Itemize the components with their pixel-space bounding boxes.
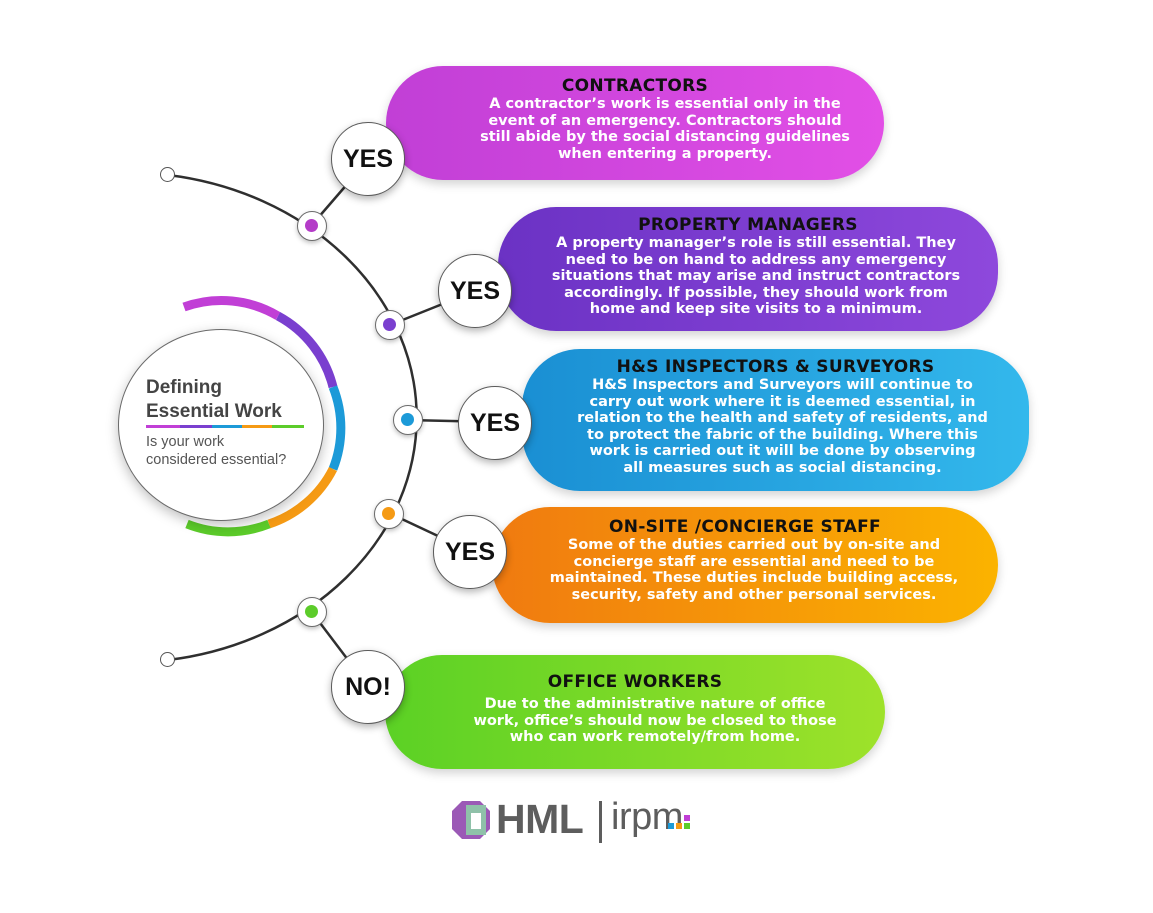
ring-segment-orange — [267, 466, 338, 529]
card-title: CONTRACTORS — [561, 76, 709, 96]
card-text-line: H&S Inspectors and Surveyors will contin… — [592, 377, 973, 393]
card-text-line: security, safety and other personal serv… — [571, 586, 937, 603]
arc-dot-concierge — [374, 499, 404, 529]
arc-start-dot — [160, 167, 175, 182]
card-text-line: A contractor’s work is essential only in… — [489, 96, 841, 112]
center-title: Defining Essential Work — [146, 376, 321, 424]
card-title: H&S INSPECTORS & SURVEYORS — [616, 357, 935, 377]
hs-inspectors-card: H&S INSPECTORS & SURVEYORS H&S Inspector… — [522, 349, 1029, 491]
center-divider-orange — [242, 425, 272, 428]
center-divider-blue — [212, 425, 242, 428]
card-text-line: event of an emergency. Contractors shoul… — [488, 112, 842, 129]
card-text-line: when entering a property. — [558, 145, 772, 162]
arc-dot-property-managers — [375, 310, 405, 340]
yes-badge: YES — [438, 254, 512, 328]
ring-segment-green — [185, 519, 271, 537]
logo-separator — [599, 801, 602, 843]
center-subtitle: Is your work considered essential? — [146, 433, 321, 469]
arc-dot-office-workers — [297, 597, 327, 627]
logo-primary-text: HML — [496, 796, 584, 842]
card-text-line: all measures such as social distancing. — [623, 459, 942, 476]
center-title-line: Essential Work — [146, 401, 282, 422]
card-text-line: who can work remotely/from home. — [509, 729, 801, 746]
center-divider-purple — [146, 425, 180, 428]
card-title: PROPERTY MANAGERS — [638, 215, 858, 235]
yes-badge: YES — [433, 515, 507, 589]
ring-segment-purple — [182, 296, 281, 320]
card-text-line: accordingly. If possible, they should wo… — [564, 284, 948, 301]
contractors-card: CONTRACTORS A contractor’s work is essen… — [386, 66, 884, 180]
card-text-line: carry out work where it is deemed essent… — [589, 393, 976, 410]
center-divider-green — [272, 425, 304, 428]
office-workers-card: OFFICE WORKERS Due to the administrative… — [385, 655, 885, 769]
center-subtitle-line: Is your work — [146, 434, 225, 450]
center-divider-violet — [180, 425, 212, 428]
card-text-line: to protect the fabric of the building. W… — [587, 426, 978, 443]
card-title: ON-SITE /CONCIERGE STAFF — [609, 517, 881, 537]
property-managers-card: PROPERTY MANAGERS A property manager’s r… — [498, 207, 998, 331]
card-text-line: still abide by the social distancing gui… — [480, 129, 850, 146]
ring-segment-blue — [328, 385, 346, 471]
arc-dot-contractors — [297, 211, 327, 241]
card-title: OFFICE WORKERS — [547, 672, 723, 692]
card-text-line: Some of the duties carried out by on-sit… — [567, 537, 941, 553]
arc-dot-hs-inspectors — [393, 405, 423, 435]
no-badge: NO! — [331, 650, 405, 724]
card-text-line: work is carried out it will be done by o… — [589, 443, 976, 460]
center-subtitle-line: considered essential? — [146, 452, 287, 468]
card-text-line: relation to the health and safety of res… — [577, 410, 988, 427]
card-text-line: A property manager’s role is still essen… — [556, 235, 956, 251]
card-text-line: concierge staff are essential and need t… — [573, 553, 935, 570]
card-text-line: need to be on hand to address any emerge… — [565, 251, 947, 268]
card-text-line: maintained. These duties include buildin… — [549, 570, 959, 587]
concierge-staff-card: ON-SITE /CONCIERGE STAFF Some of the dut… — [492, 507, 998, 623]
card-text-line: Due to the administrative nature of offi… — [484, 696, 826, 712]
logo-secondary-text: irpm — [611, 796, 683, 838]
arc-end-dot — [160, 652, 175, 667]
center-title-line: Defining — [146, 377, 222, 398]
card-text-line: home and keep site visits to a minimum. — [589, 301, 923, 318]
ring-segment-violet — [275, 312, 338, 389]
yes-badge: YES — [458, 386, 532, 460]
card-text-line: work, office’s should now be closed to t… — [473, 712, 837, 729]
yes-badge: YES — [331, 122, 405, 196]
card-text-line: situations that may arise and instruct c… — [551, 268, 961, 285]
